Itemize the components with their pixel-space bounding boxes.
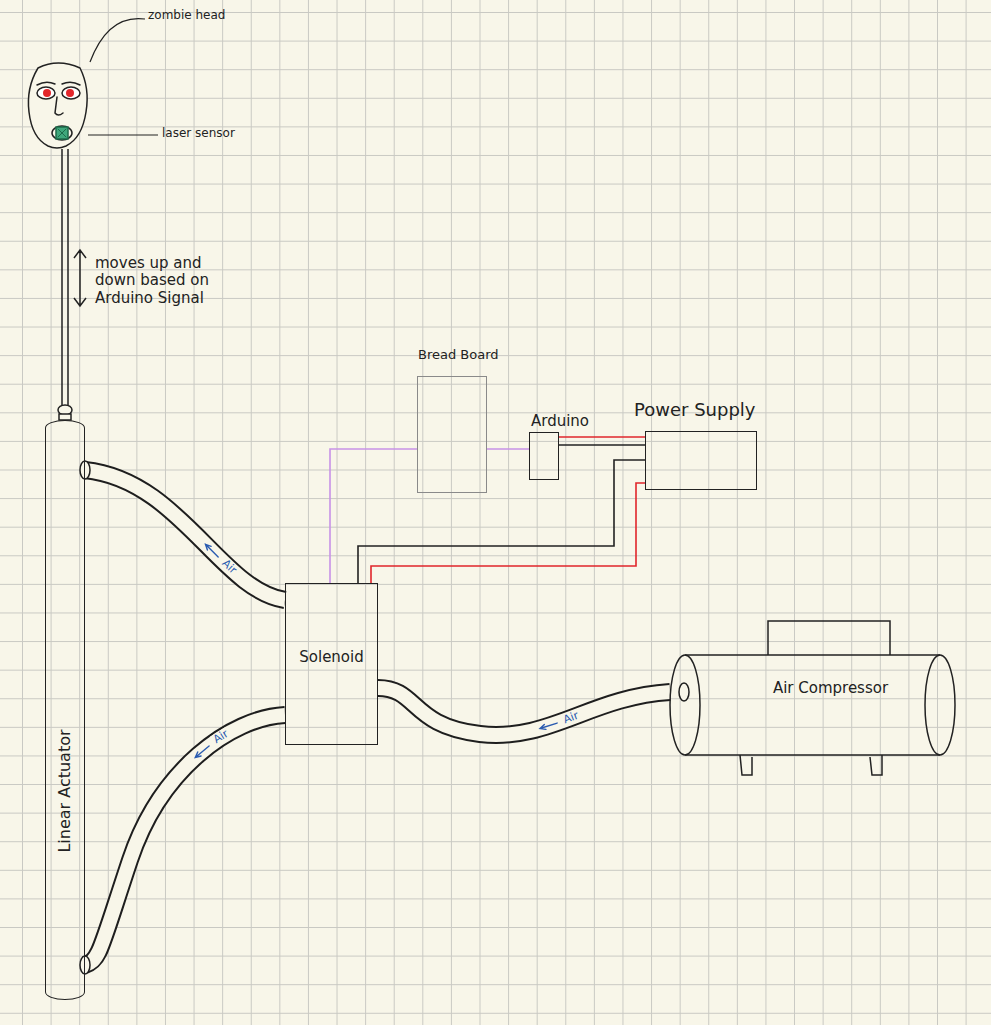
node-label: Air Compressor	[773, 679, 888, 697]
breadboard-box: Bread Board	[417, 376, 487, 493]
face-outline	[28, 63, 87, 148]
wire-line	[358, 460, 645, 583]
callout-label: zombie head	[148, 9, 225, 23]
leader-line	[88, 134, 158, 135]
nose	[55, 97, 63, 115]
hose-bore	[378, 688, 670, 735]
wire-line	[559, 436, 645, 438]
eye	[62, 87, 80, 99]
compressor-feet	[740, 755, 882, 775]
wire-line	[330, 449, 417, 583]
tank-body	[685, 655, 940, 755]
tank-end	[925, 655, 955, 755]
eyebrow	[37, 82, 55, 85]
red-pupil	[43, 89, 51, 97]
air-hose	[80, 461, 285, 600]
mouth	[52, 126, 72, 140]
node-label: Linear Actuator	[55, 729, 74, 852]
motion-note: moves up and down based on Arduino Signa…	[95, 255, 225, 307]
sensor-mark	[58, 129, 66, 137]
linear-actuator: Linear Actuator	[45, 420, 85, 1000]
wire	[358, 460, 645, 583]
up-down-arrow	[74, 250, 86, 306]
wire-line	[559, 444, 645, 446]
air-hose	[80, 715, 285, 974]
laser-sensor-symbol	[56, 127, 68, 139]
hose-port	[679, 683, 689, 701]
node-label: Arduino	[531, 412, 589, 430]
leader-line	[90, 19, 145, 62]
hose-wall	[85, 715, 285, 965]
red-pupil	[66, 89, 74, 97]
hose-wall	[378, 688, 670, 735]
wire-line	[371, 483, 645, 583]
cylinder-outline	[670, 655, 955, 755]
wire	[330, 449, 417, 583]
wire	[371, 483, 645, 583]
air-hose	[378, 683, 689, 735]
air-compressor: Air Compressor	[670, 655, 955, 755]
hose-port	[80, 956, 90, 974]
callout-label: laser sensor	[162, 127, 235, 141]
tank-end	[670, 655, 700, 755]
hose-bore	[85, 715, 285, 965]
rod	[62, 149, 68, 406]
zombie-head	[28, 63, 87, 148]
actuator-rod	[58, 149, 72, 420]
wire	[559, 445, 645, 446]
hose-bore	[85, 470, 285, 600]
node-label: Power Supply	[634, 399, 755, 421]
arduino-box: Arduino	[529, 432, 559, 480]
flow-arrow	[205, 544, 218, 557]
node-label: Solenoid	[299, 648, 363, 666]
wire	[487, 449, 529, 450]
power-supply-box: Power Supply	[645, 431, 757, 490]
flow-arrow	[195, 746, 209, 758]
hose-wall	[85, 470, 285, 600]
wire-line	[487, 448, 529, 450]
eyebrow	[62, 82, 80, 85]
node-label: Bread Board	[418, 347, 499, 363]
wire	[559, 437, 645, 438]
compressor-handle	[768, 621, 890, 655]
eye	[37, 87, 55, 99]
hose-port	[80, 461, 90, 479]
solenoid-box: Solenoid	[285, 583, 378, 745]
flow-arrow	[540, 723, 557, 729]
